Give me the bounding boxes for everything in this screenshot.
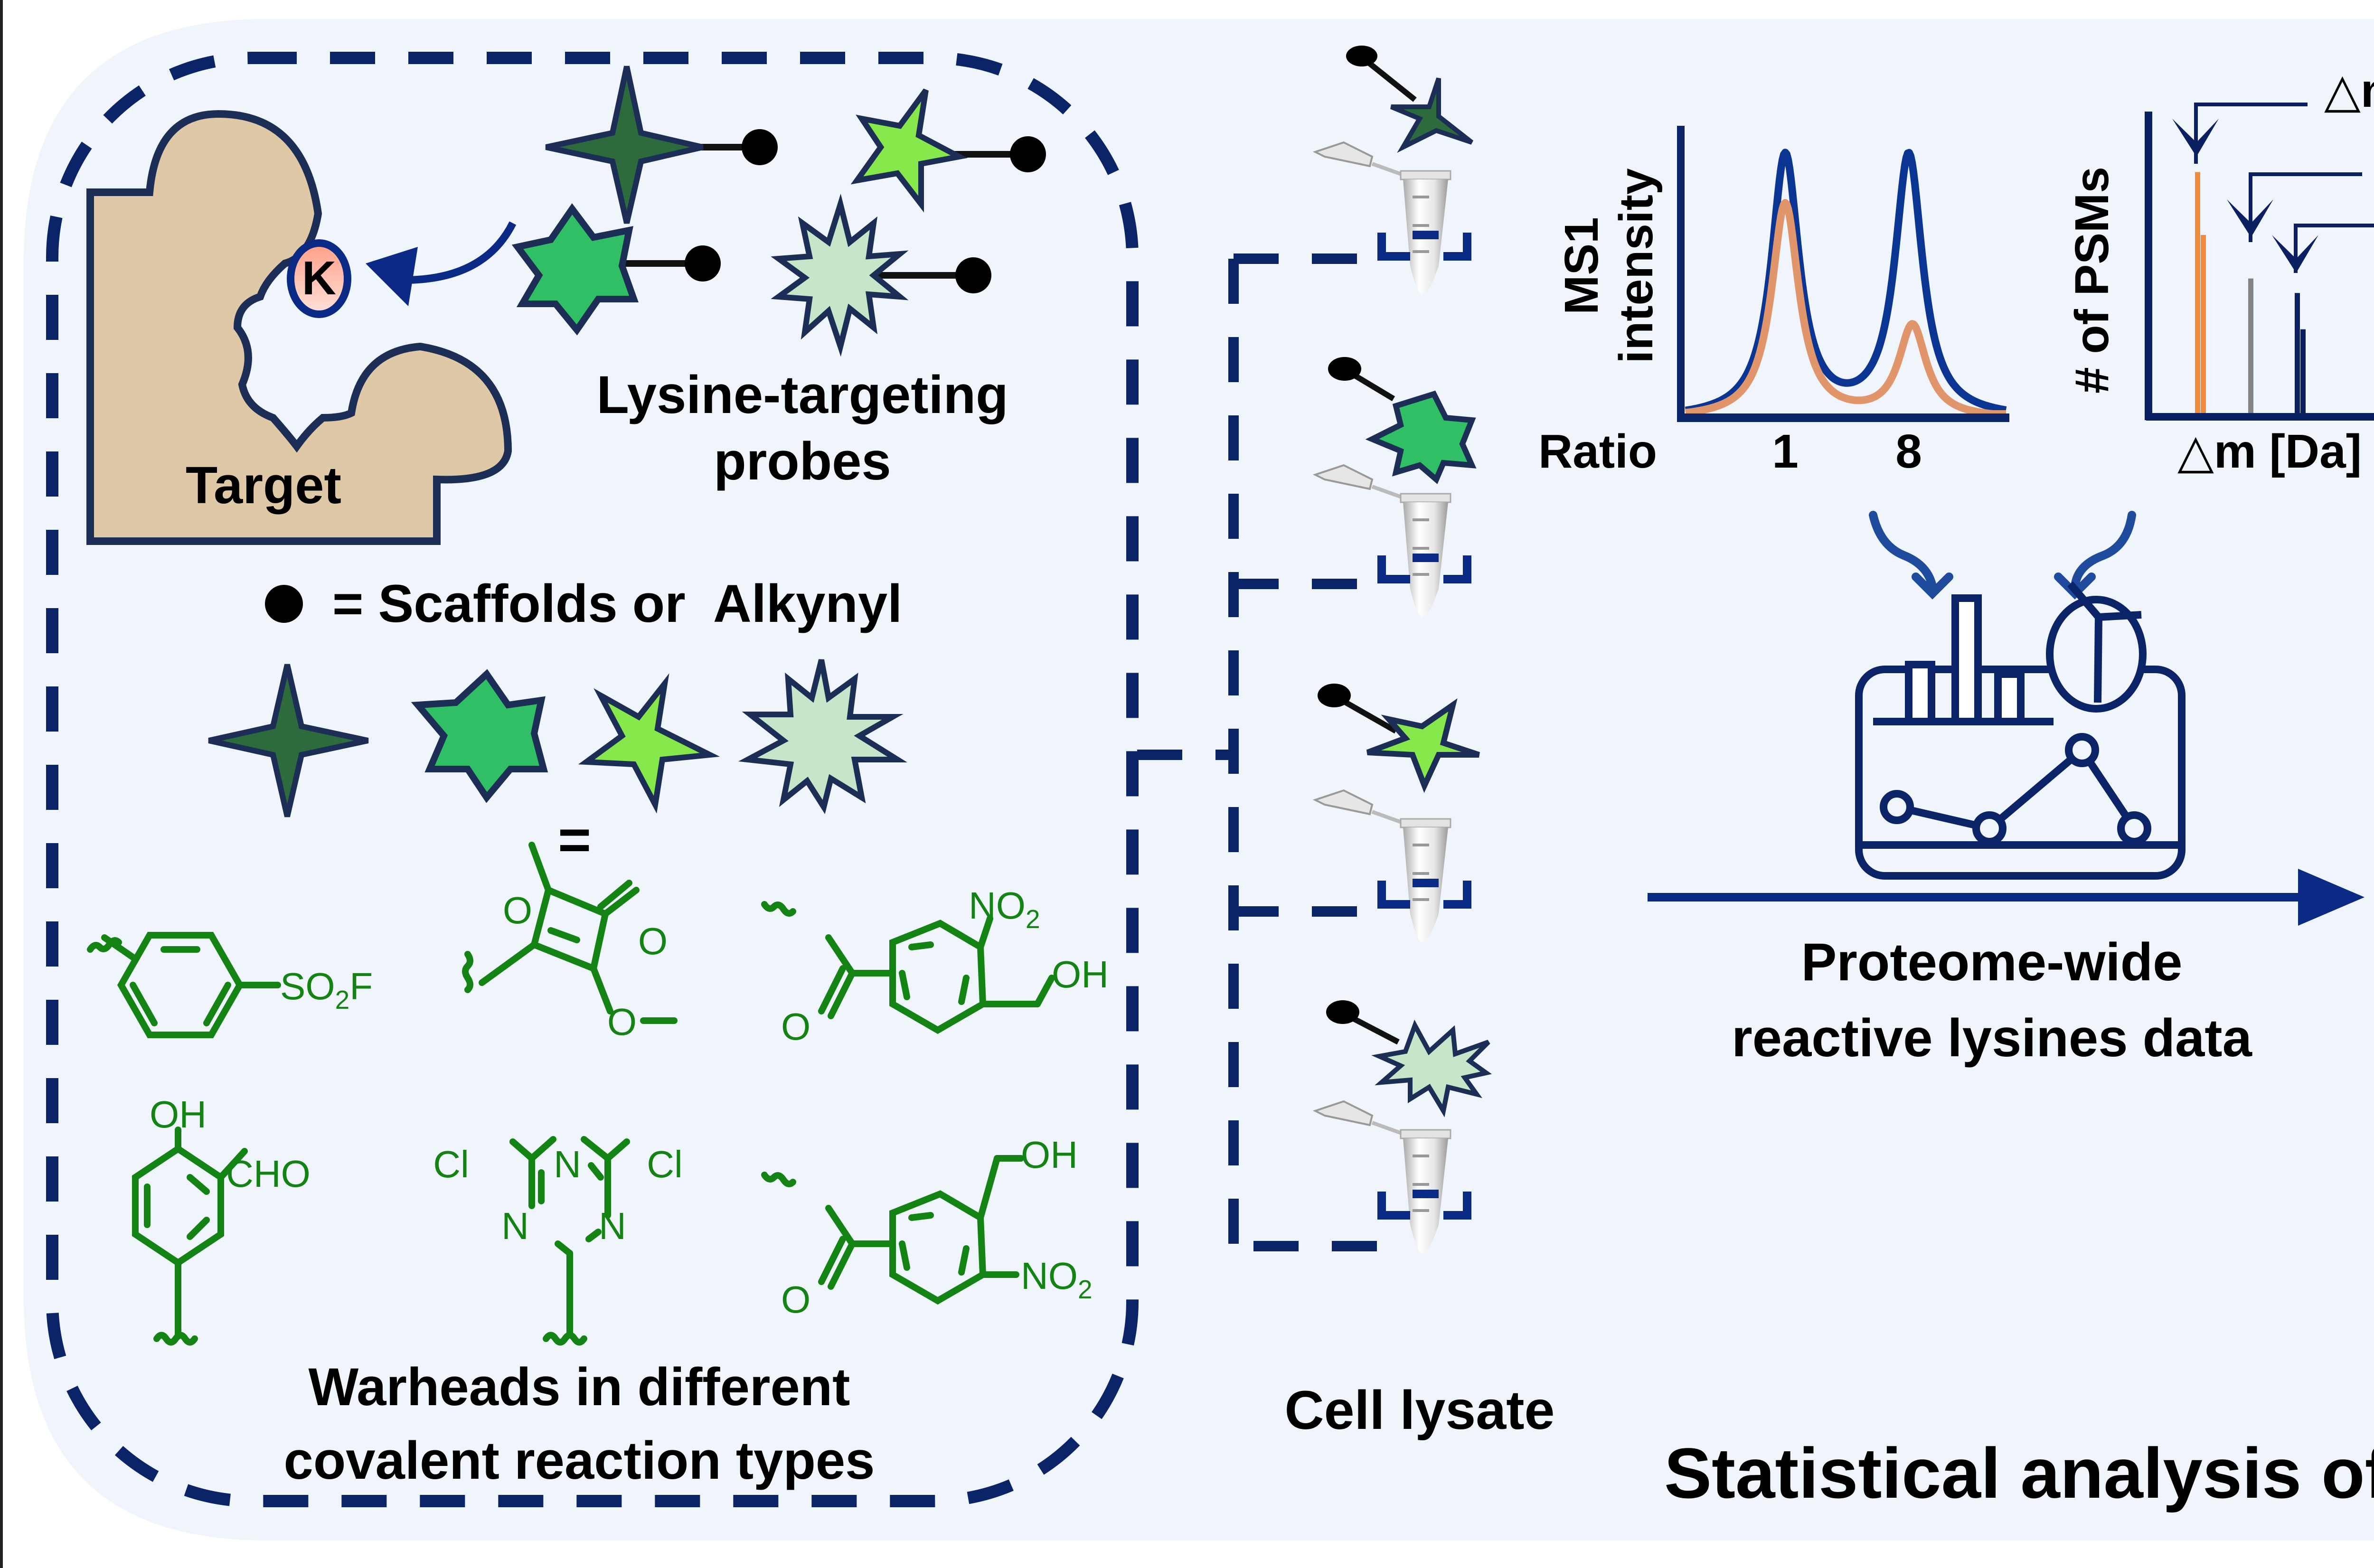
target-protein: Target (86, 110, 512, 545)
chem-label: O (503, 889, 532, 931)
psm-ylabel: # of PSMs (2065, 167, 2119, 394)
chem-label: OH (150, 1093, 207, 1136)
seven-point-star-icon (1365, 390, 1477, 484)
psm-bar (2201, 235, 2206, 414)
chem-label: O (781, 1278, 810, 1321)
warhead-salicylaldehyde (132, 1127, 248, 1346)
psm-bar (2195, 172, 2200, 414)
tube-icon (1312, 1100, 1471, 1253)
seven-point-star-icon (511, 203, 639, 336)
psm-plot-area (2195, 172, 2306, 414)
four-point-star-icon (1390, 77, 1474, 153)
background-panel (24, 19, 2374, 1540)
tube-4 (1312, 1000, 1492, 1253)
tube-icon (1312, 789, 1471, 942)
probe-five-point-star (850, 88, 1046, 213)
chem-label: Cl (433, 1143, 469, 1185)
five-point-star-icon (578, 673, 720, 814)
psm-annotation-arrowheads (2172, 119, 2318, 273)
four-point-star-icon (208, 664, 369, 817)
chem-label: N (599, 1205, 626, 1247)
chem-label: N (501, 1205, 529, 1247)
chem-label: Cl (647, 1143, 683, 1185)
seven-point-star-icon (411, 669, 548, 803)
tube-connectors (1137, 254, 1377, 1251)
chem-label: CHO (226, 1153, 311, 1195)
arrowhead-icon (2172, 119, 2219, 157)
psm-bar (2295, 293, 2300, 414)
equals-sign: = (558, 808, 591, 872)
probes-title-line2: probes (714, 432, 891, 491)
probe-burst-star (771, 193, 991, 357)
ms1-plot-area (1683, 149, 2008, 418)
warhead-sulfonyl-fluoride (87, 932, 281, 1038)
probes-title-line1: Lysine-targeting (596, 365, 1008, 424)
cell-lysate-caption: Cell lysate (1285, 1380, 1555, 1441)
burst-star-icon (738, 659, 907, 815)
tube-3 (1312, 684, 1480, 942)
warhead-nitrobenzyl-b (761, 1155, 1024, 1305)
chem-label: O (607, 1001, 637, 1043)
partial-label-2: lys (2372, 1087, 2374, 1146)
lysate-tubes (1312, 46, 1492, 1253)
data-caption-line2: reactive lysines data (1732, 1008, 2252, 1068)
psm-bar (2248, 278, 2253, 414)
ms1-series-blue (1683, 149, 2008, 414)
target-label: Target (186, 456, 341, 515)
warheads-caption-line2: covalent reaction types (284, 1431, 875, 1490)
chem-label: OH (1052, 953, 1109, 995)
probe-four-point-star (545, 66, 778, 224)
analytics-dashboard-icon (1855, 581, 2186, 880)
reaction-arrow (366, 221, 517, 306)
scaffold-dot-icon (265, 585, 303, 623)
warheads-caption-line1: Warheads in different (309, 1357, 850, 1417)
five-point-star-icon (850, 88, 968, 213)
arrowhead-icon (2227, 199, 2273, 237)
lysine-label: K (302, 252, 336, 305)
psm-annotation-1: △mex (2324, 64, 2374, 122)
tube-icon (1312, 464, 1471, 617)
chem-label: N (554, 1143, 581, 1185)
ms1-xlabel: Ratio (1538, 425, 1657, 478)
bottom-title: Statistical analysis of (1664, 1433, 2374, 1513)
chem-label: O (781, 1005, 810, 1048)
ms1-ylabel-line1: MS1 (1555, 217, 1608, 315)
ms1-ylabel-line2: intensity (1610, 168, 1663, 364)
warhead-structures (87, 842, 1055, 1346)
warhead-dichlorotriazine (509, 1136, 630, 1346)
chem-label: NO2 (969, 884, 1040, 934)
warhead-squarate (462, 842, 678, 1024)
tube-1 (1312, 46, 1474, 294)
chem-label: SO2F (280, 965, 373, 1014)
ms1-tick-label: 1 (1772, 425, 1799, 478)
main-flow-arrow (1648, 869, 2365, 926)
chem-label: OH (1021, 1134, 1078, 1176)
lysine-residue: K (287, 239, 351, 318)
warhead-labels: SO2F O O O NO2 OH O OH CHO Cl N Cl N N O… (150, 884, 1109, 1321)
five-point-star-icon (1366, 698, 1480, 793)
warhead-nitrobenzyl-a (761, 901, 1055, 1034)
burst-star-icon (771, 193, 909, 357)
psm-chart: # of PSMs △m [Da] △mex △r △ (2065, 64, 2374, 478)
probe-seven-point-star (511, 203, 721, 336)
chem-label: NO2 (1021, 1255, 1093, 1304)
psm-bar (2300, 329, 2306, 414)
arrowhead-icon (2272, 235, 2318, 273)
legend-dot-text: = Scaffolds or Alkynyl (332, 574, 902, 633)
ms1-tick-label: 8 (1895, 425, 1922, 478)
probes-dashed-box (46, 52, 1139, 1507)
four-point-star-icon (545, 66, 704, 224)
tube-2 (1312, 357, 1477, 617)
left-edge-line (0, 0, 3, 1568)
chem-label: O (638, 920, 668, 962)
psm-xlabel: △m [Da] (2177, 425, 2362, 478)
ms1-series-orange (1683, 199, 2008, 418)
burst-star-icon (1371, 1019, 1492, 1117)
tube-icon (1312, 141, 1471, 294)
data-caption-line1: Proteome-wide (1801, 932, 2183, 992)
